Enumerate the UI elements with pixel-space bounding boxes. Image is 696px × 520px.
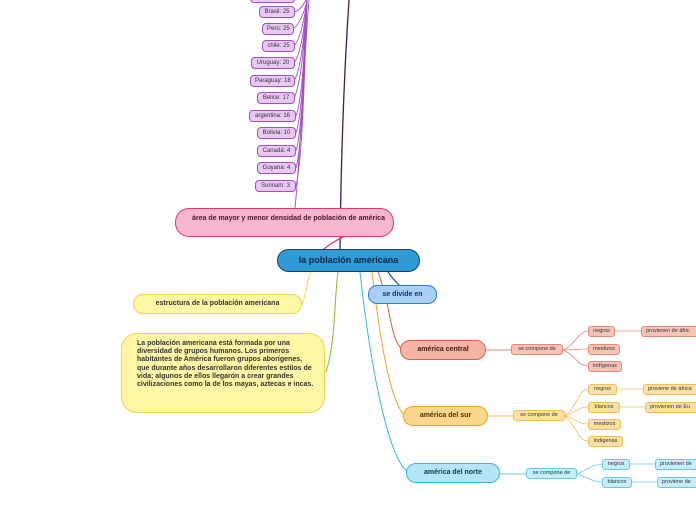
description-text-node[interactable]: La población americana está formada por …: [121, 333, 325, 413]
country-item-argentina[interactable]: argentina: 16: [249, 110, 296, 122]
region-central-america[interactable]: américa central: [400, 340, 486, 360]
country-item-peru[interactable]: Perú: 25: [262, 23, 294, 35]
country-item-canada[interactable]: Canadá: 4: [257, 145, 296, 157]
origin-south-blancos[interactable]: provienen de Eu: [645, 402, 696, 413]
country-item-chile[interactable]: chile: 25: [262, 40, 295, 52]
country-item-brasil[interactable]: Brasil: 25: [259, 6, 295, 18]
origin-north-negros[interactable]: provienen de: [655, 459, 696, 470]
group-north-blancos[interactable]: blancos: [602, 477, 632, 488]
group-central-mestizos[interactable]: mestizos: [588, 344, 620, 355]
origin-central-negros[interactable]: provienen de áfric: [641, 326, 696, 337]
region-north-america[interactable]: américa del norte: [406, 463, 500, 483]
group-central-negros[interactable]: negros: [588, 326, 615, 337]
origin-south-negros[interactable]: proviene de áfrica: [643, 384, 696, 395]
connector-south-america[interactable]: se compone de: [513, 410, 565, 421]
central-topic-node[interactable]: la población americana: [277, 249, 420, 272]
region-south-america[interactable]: américa del sur: [403, 406, 488, 426]
country-item-uruguay[interactable]: Uruguay: 20: [251, 57, 295, 69]
group-south-indigenas[interactable]: indígenas: [588, 436, 623, 447]
group-south-negros[interactable]: negros: [588, 384, 617, 395]
country-item-paraguay[interactable]: Paraguay: 18: [250, 75, 295, 87]
group-north-negros[interactable]: negros: [602, 459, 630, 470]
country-item-surinam[interactable]: Surinam: 3: [255, 180, 296, 192]
structure-topic-node[interactable]: estructura de la población americana: [133, 294, 302, 314]
country-item-partial[interactable]: [250, 0, 295, 3]
group-south-blancos[interactable]: blancos: [588, 402, 620, 413]
divide-topic-node[interactable]: se divide en: [368, 285, 437, 304]
origin-north-blancos[interactable]: proviene de: [657, 477, 696, 488]
group-south-mestizos[interactable]: mestizos: [588, 419, 621, 430]
group-central-indigenas[interactable]: indígenas: [588, 361, 622, 372]
country-item-belice[interactable]: Belice: 17: [257, 92, 295, 104]
connector-north-america[interactable]: se compone de: [526, 468, 577, 479]
country-item-bolivia[interactable]: Bolivia: 10: [257, 127, 296, 139]
density-topic-node[interactable]: área de mayor y menor densidad de poblac…: [175, 208, 394, 237]
country-item-guyana[interactable]: Guyana: 4: [257, 162, 296, 174]
connector-central-america[interactable]: se compone de: [511, 344, 563, 355]
